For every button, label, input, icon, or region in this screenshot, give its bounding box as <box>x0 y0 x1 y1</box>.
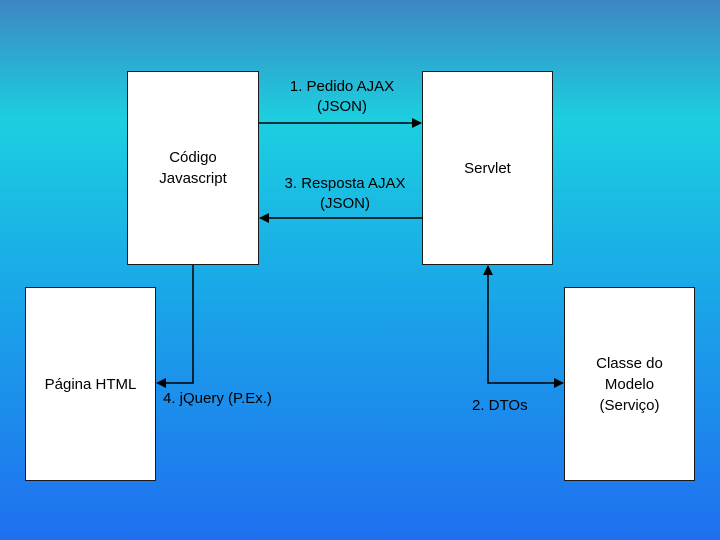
request-label: 1. Pedido AJAX (JSON) <box>289 78 395 115</box>
javascript-code-label: Código Javascript <box>159 149 227 187</box>
dtos-arrow <box>483 265 564 388</box>
dtos-label: 2. DTOs <box>472 397 528 414</box>
html-page-box: Página HTML <box>25 287 156 481</box>
jquery-label: 4. jQuery (P.Ex.) <box>163 390 272 407</box>
model-class-label: Classe do Modelo (Serviço) <box>596 354 663 414</box>
model-class-box: Classe do Modelo (Serviço) <box>564 287 695 481</box>
jquery-arrow <box>156 265 194 388</box>
response-label: 3. Resposta AJAX (JSON) <box>284 175 406 212</box>
servlet-box: Servlet <box>422 71 553 265</box>
javascript-code-box: Código Javascript <box>127 71 259 265</box>
servlet-label: Servlet <box>464 159 511 177</box>
html-page-label: Página HTML <box>44 375 137 393</box>
